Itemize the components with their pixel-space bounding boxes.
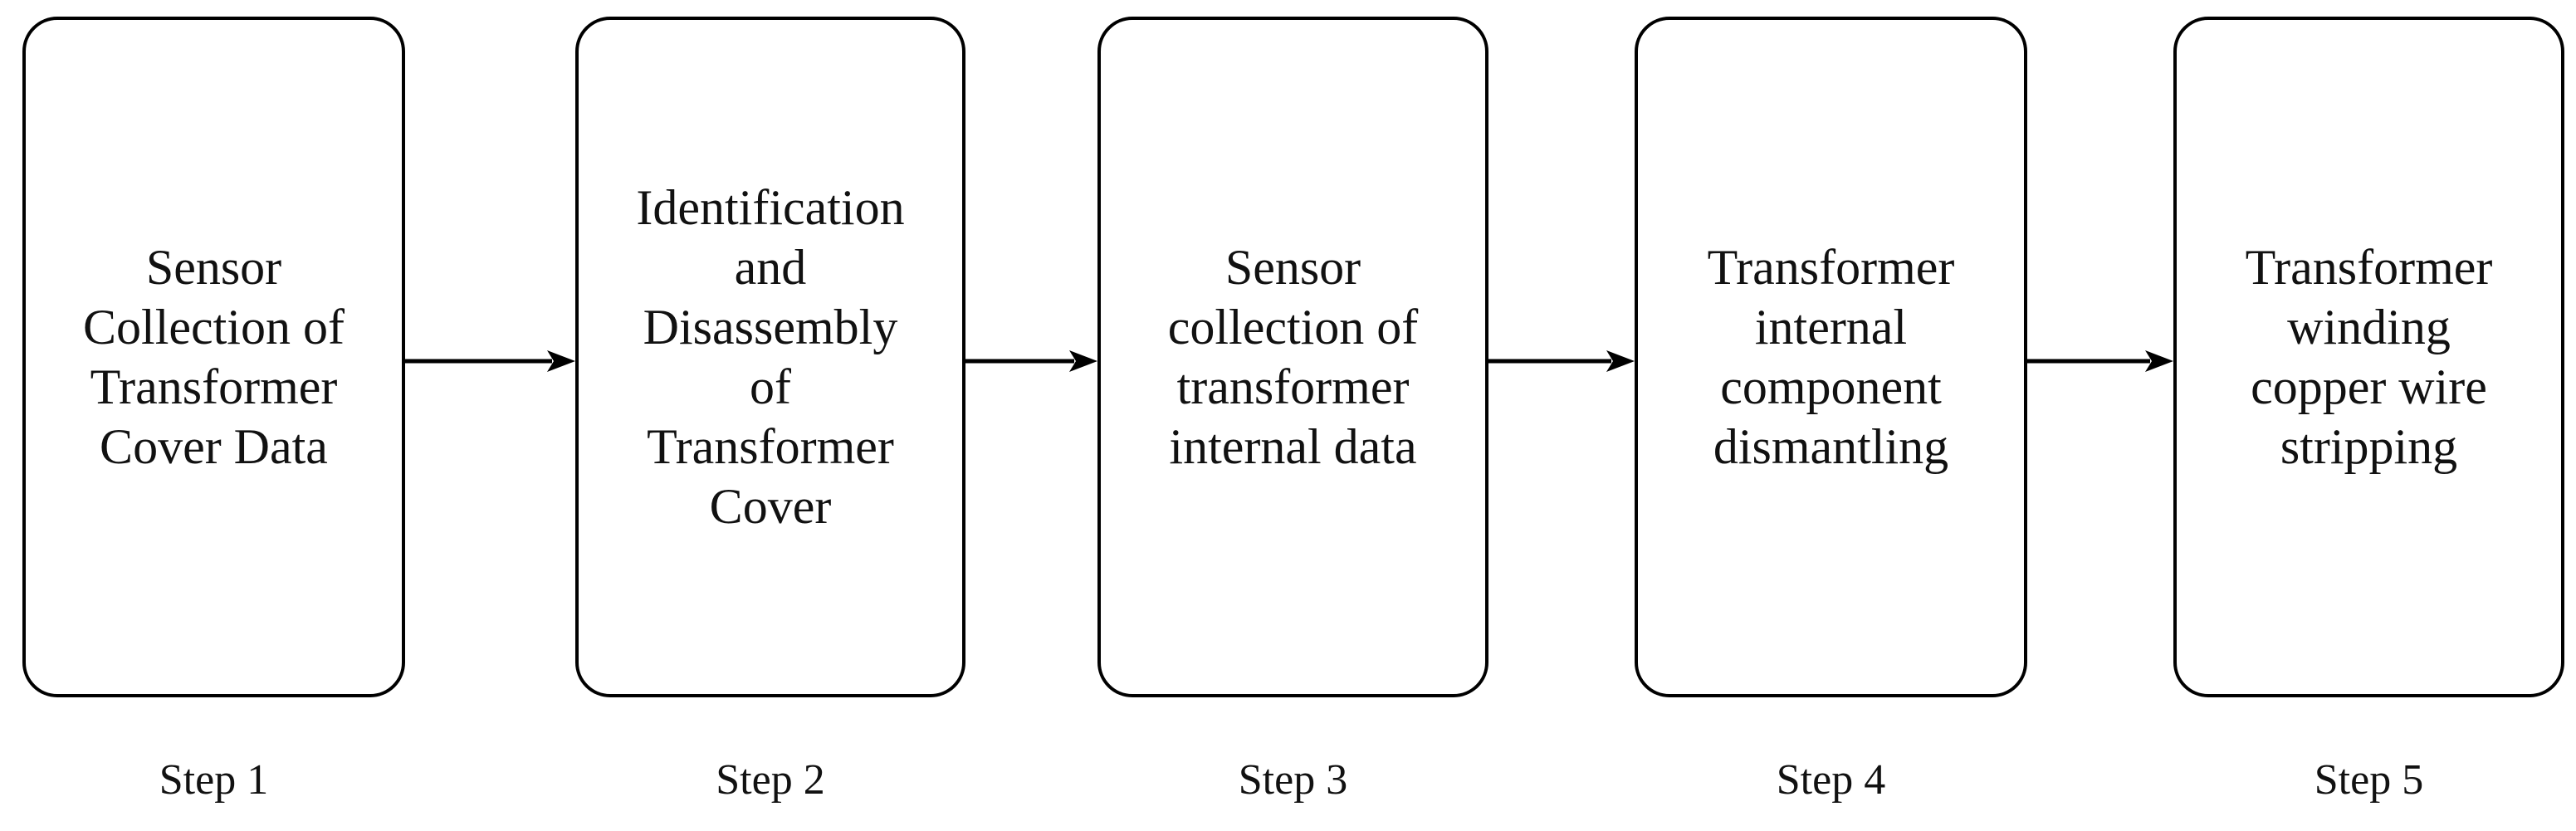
node-label-step-3: Sensor collection of transformer interna… [1167, 240, 1419, 474]
flowchart-node-step-1[interactable]: Sensor Collection of Transformer Cover D… [22, 17, 405, 697]
node-caption-step-2: Step 2 [716, 756, 825, 804]
node-label-step-4: Transformer internal component dismantli… [1707, 240, 1955, 474]
node-caption-step-3: Step 3 [1238, 756, 1348, 804]
node-label-step-1: Sensor Collection of Transformer Cover D… [83, 240, 345, 474]
flowchart-node-step-2[interactable]: Identification and Disassembly of Transf… [575, 17, 965, 697]
flowchart-node-step-4[interactable]: Transformer internal component dismantli… [1635, 17, 2027, 697]
node-label-step-2: Identification and Disassembly of Transf… [636, 180, 905, 534]
node-label-step-5: Transformer winding copper wire strippin… [2245, 240, 2493, 474]
node-caption-step-5: Step 5 [2314, 756, 2424, 804]
flowchart-node-step-3[interactable]: Sensor collection of transformer interna… [1097, 17, 1488, 697]
flowchart-node-step-5[interactable]: Transformer winding copper wire strippin… [2173, 17, 2564, 697]
node-caption-step-1: Step 1 [159, 756, 269, 804]
arrow-icon-step4-to-step5 [2027, 343, 2173, 379]
arrow-icon-step3-to-step4 [1488, 343, 1635, 379]
arrow-icon-step1-to-step2 [405, 343, 575, 379]
node-caption-step-4: Step 4 [1776, 756, 1886, 804]
arrow-icon-step2-to-step3 [965, 343, 1097, 379]
